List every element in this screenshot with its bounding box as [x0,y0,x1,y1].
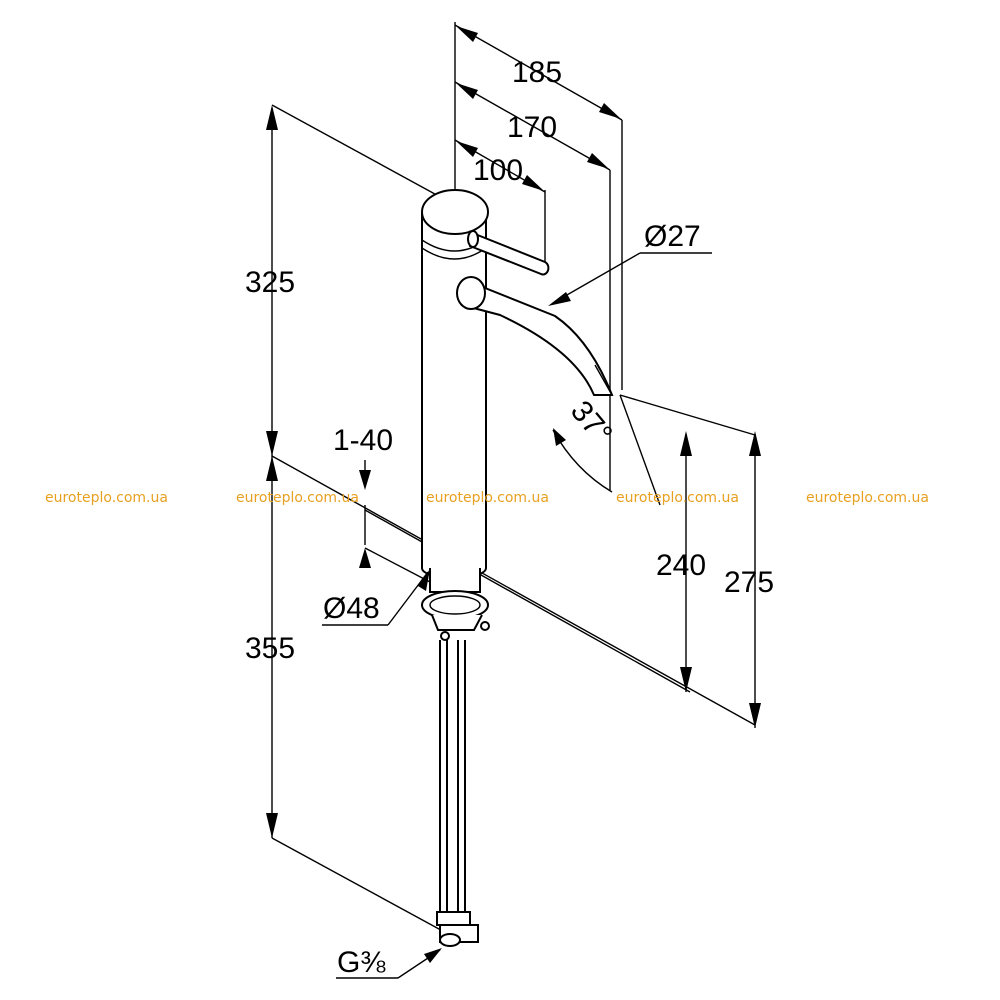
spout-diameter-label: Ø27 [644,220,701,253]
watermark-row: euroteplo.com.ua euroteplo.com.ua eurote… [45,490,929,506]
top-reach-dimensions [454,22,623,490]
deck-thickness-label: 1-40 [333,424,393,457]
watermark-text: euroteplo.com.ua [616,490,739,506]
overall-reach-label: 185 [512,56,562,89]
diameter-leaders [322,252,712,979]
spout-reach-label: 170 [507,111,557,144]
lower-height-label: 355 [245,632,295,665]
faucet-body [421,189,614,947]
left-vertical-dimension [266,104,756,936]
watermark-text: euroteplo.com.ua [45,490,168,506]
watermark-text: euroteplo.com.ua [426,490,549,506]
right-height-dimensions [364,394,761,728]
total-height-label: 275 [724,566,774,599]
watermark-text: euroteplo.com.ua [236,490,359,506]
deck-thickness-leader [359,460,431,583]
base-diameter-label: Ø48 [323,592,380,625]
connection-label: G⅜ [337,946,386,979]
handle-reach-label: 100 [473,154,523,187]
spout-height-label: 240 [656,549,706,582]
watermark-text: euroteplo.com.ua [806,490,929,506]
spout-angle-construction [552,394,661,506]
upper-height-label: 325 [245,266,295,299]
